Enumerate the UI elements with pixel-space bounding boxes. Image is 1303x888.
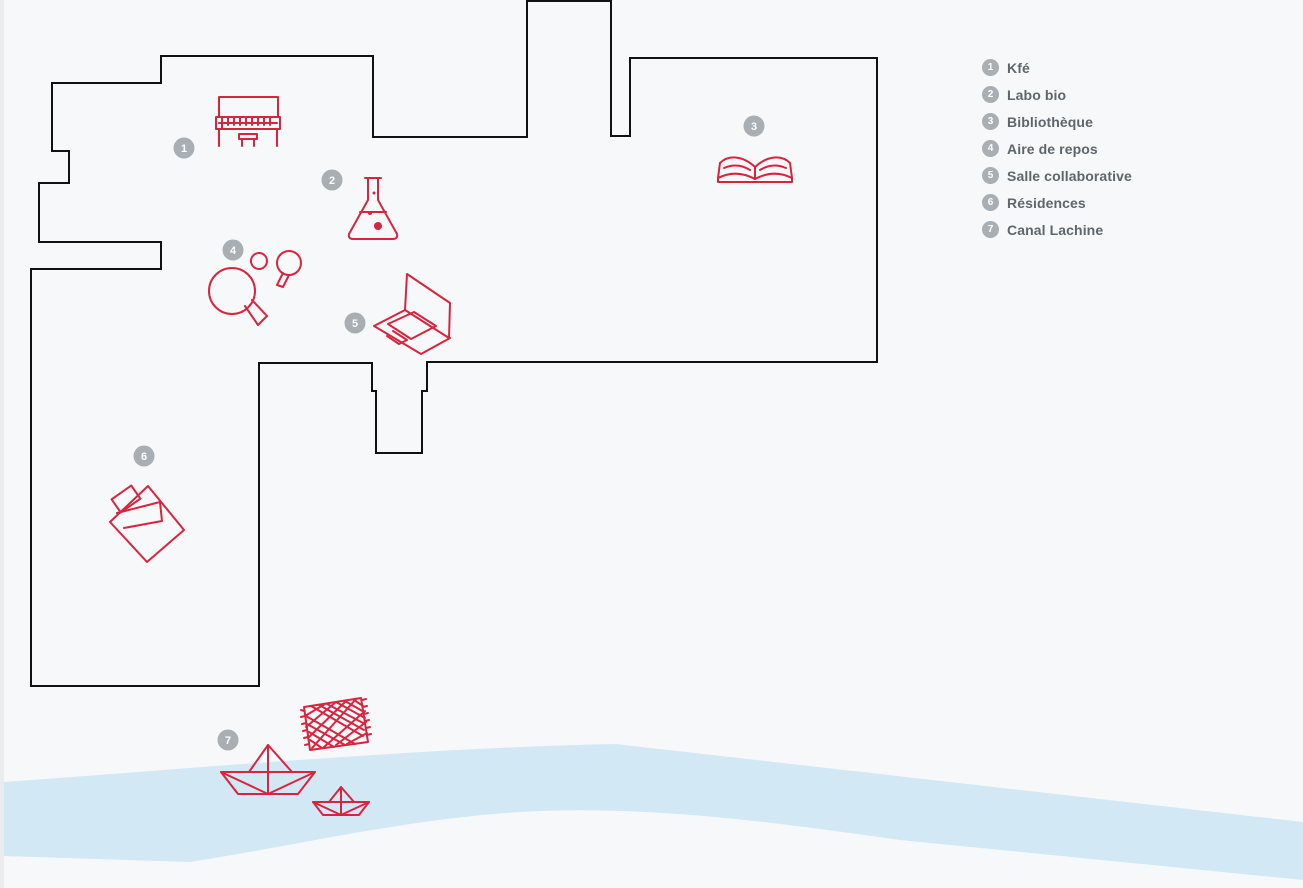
- legend-label: Labo bio: [1007, 86, 1067, 103]
- legend-item[interactable]: 5 Salle collaborative: [982, 162, 1202, 189]
- ping-pong-icon: [208, 250, 302, 326]
- map-pin-circle: [173, 137, 195, 159]
- legend-number-badge: 3: [982, 113, 999, 130]
- map-pins: 1 2 3 4 5 6 7: [133, 115, 765, 751]
- map-pin-number: 4: [230, 245, 237, 257]
- map-pin-4[interactable]: 4: [222, 239, 244, 261]
- map-pin-7[interactable]: 7: [217, 729, 239, 751]
- map-pin-2[interactable]: 2: [321, 169, 343, 191]
- flask-icon: [347, 177, 399, 240]
- map-pin-circle: [344, 312, 366, 334]
- legend-label: Salle collaborative: [1007, 167, 1132, 184]
- map-pin-circle: [743, 115, 765, 137]
- blanket-icon: [300, 697, 372, 751]
- legend: 1 Kfé 2 Labo bio 3 Bibliothèque 4 Aire de repos…: [982, 54, 1202, 243]
- map-pin-number: 1: [181, 143, 187, 155]
- legend-number-badge: 7: [982, 221, 999, 238]
- legend-number-badge: 4: [982, 140, 999, 157]
- legend-item[interactable]: 1 Kfé: [982, 54, 1202, 81]
- book-icon: [717, 156, 793, 183]
- map-pin-5[interactable]: 5: [344, 312, 366, 334]
- legend-label: Résidences: [1007, 194, 1086, 211]
- building-outline: [30, 0, 878, 687]
- legend-number-badge: 2: [982, 86, 999, 103]
- bed-icon: [109, 484, 185, 563]
- laptop-icon: [373, 273, 451, 355]
- piano-icon: [215, 96, 281, 147]
- legend-item[interactable]: 6 Résidences: [982, 189, 1202, 216]
- map-pin-circle: [133, 445, 155, 467]
- map-pin-number: 3: [751, 121, 757, 133]
- legend-label: Canal Lachine: [1007, 221, 1104, 238]
- map-pin-number: 2: [329, 175, 335, 187]
- legend-number-badge: 5: [982, 167, 999, 184]
- legend-item[interactable]: 4 Aire de repos: [982, 135, 1202, 162]
- map-pin-number: 5: [352, 318, 358, 330]
- legend-number-badge: 1: [982, 59, 999, 76]
- small-boat-icon: [312, 786, 370, 816]
- map-pin-circle: [321, 169, 343, 191]
- map-pin-3[interactable]: 3: [743, 115, 765, 137]
- legend-item[interactable]: 3 Bibliothèque: [982, 108, 1202, 135]
- map-pin-6[interactable]: 6: [133, 445, 155, 467]
- canal-water: [4, 744, 1303, 880]
- legend-item[interactable]: 7 Canal Lachine: [982, 216, 1202, 243]
- boat-icon: [220, 744, 316, 795]
- map-pin-1[interactable]: 1: [173, 137, 195, 159]
- map-pin-number: 6: [141, 451, 147, 463]
- left-edge: [0, 0, 4, 888]
- legend-label: Bibliothèque: [1007, 113, 1093, 130]
- legend-item[interactable]: 2 Labo bio: [982, 81, 1202, 108]
- legend-number-badge: 6: [982, 194, 999, 211]
- map-pin-circle: [222, 239, 244, 261]
- legend-label: Kfé: [1007, 59, 1030, 76]
- map-pin-number: 7: [225, 735, 231, 747]
- legend-label: Aire de repos: [1007, 140, 1098, 157]
- map-pin-circle: [217, 729, 239, 751]
